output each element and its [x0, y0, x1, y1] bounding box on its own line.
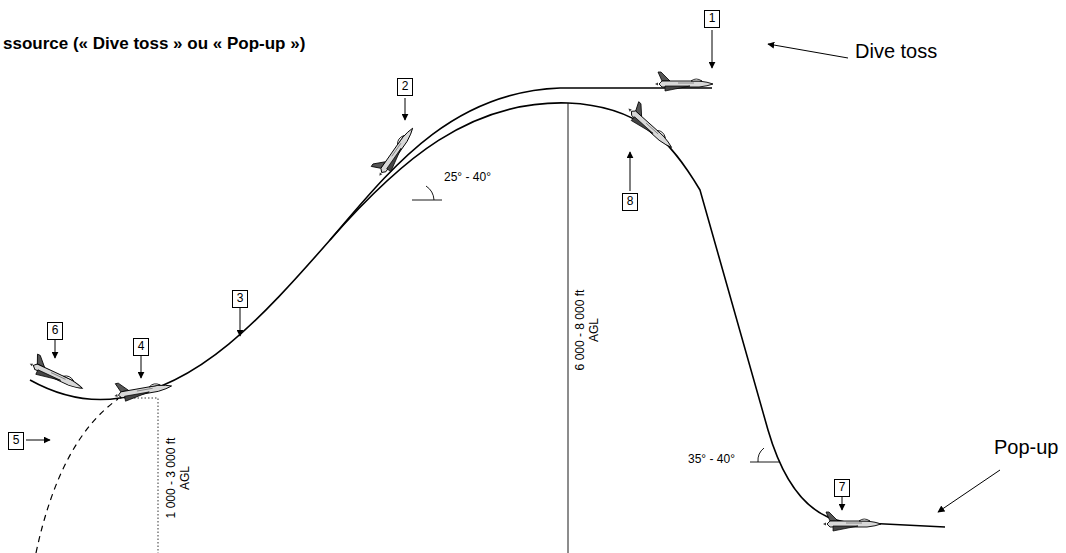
altitude-label: 1 000 - 3 000 ft AGL: [164, 429, 192, 527]
dive-toss-path: [330, 88, 712, 240]
pop-up-path: [30, 103, 945, 527]
callout-number: 7: [834, 479, 850, 497]
vertical-reference: [568, 103, 569, 553]
callout-number: 6: [47, 322, 63, 340]
callout-text: 2: [401, 79, 409, 93]
flight-path: [30, 88, 945, 527]
callout-number: 3: [232, 290, 248, 308]
callout-number: 5: [8, 432, 24, 450]
angle-mark: [412, 186, 780, 462]
callout-text: 1: [708, 11, 716, 25]
altitude-label: 6 000 - 8 000 ft AGL: [573, 281, 601, 379]
callout-number: 1: [704, 10, 720, 28]
callout-text: 6: [51, 323, 59, 337]
manoeuvre-label: Pop-up: [994, 440, 1059, 454]
callout-number: 8: [622, 193, 638, 211]
callout-text: 7: [838, 480, 846, 494]
manoeuvre-label: Dive toss: [855, 44, 937, 58]
callout-text: 8: [626, 194, 634, 208]
angle-label: 25° - 40°: [444, 170, 491, 184]
callout-number: 4: [133, 338, 149, 356]
callout-text: 5: [12, 433, 20, 447]
dashed-entry: [36, 399, 118, 553]
diagram-title: ssource (« Dive toss » ou « Pop-up »): [3, 34, 305, 54]
callout-text: 4: [137, 339, 145, 353]
aircraft: [27, 72, 881, 531]
height-marker: [120, 398, 158, 553]
callout-number: 2: [397, 78, 413, 96]
callout-text: 3: [236, 291, 244, 305]
angle-label: 35° - 40°: [688, 452, 735, 466]
